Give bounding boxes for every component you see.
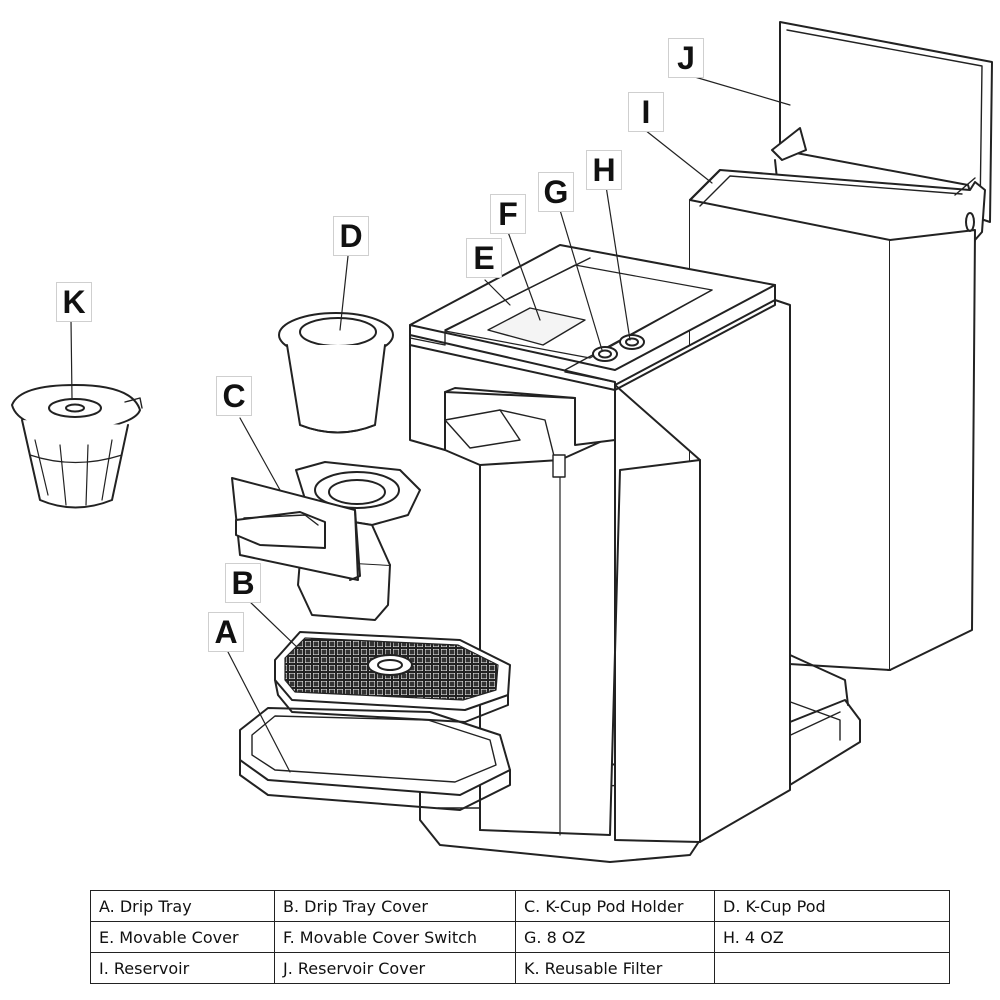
callout-i: I [628,92,664,132]
legend-row: A. Drip Tray B. Drip Tray Cover C. K-Cup… [90,890,950,922]
callout-f: F [490,194,526,234]
parts-legend-table: A. Drip Tray B. Drip Tray Cover C. K-Cup… [90,890,950,984]
legend-row: I. Reservoir J. Reservoir Cover K. Reusa… [90,952,950,984]
legend-cell: G. 8 OZ [515,921,715,953]
callout-c: C [216,376,252,416]
leader-lines [70,74,791,773]
reusable-filter-illustration [11,384,143,509]
callout-d: D [333,216,369,256]
drip-tray-illustration [239,707,511,811]
reservoir-cover-illustration [771,21,993,223]
legend-cell: I. Reservoir [90,952,275,984]
legend-cell: C. K-Cup Pod Holder [515,890,715,922]
legend-row: E. Movable Cover F. Movable Cover Switch… [90,921,950,953]
brewer-body-illustration [409,244,791,843]
callout-b: B [225,563,261,603]
k-cup-pod-holder-illustration [231,461,421,621]
k-cup-pod-illustration [278,312,394,434]
legend-cell: K. Reusable Filter [515,952,715,984]
legend-cell: B. Drip Tray Cover [274,890,516,922]
callout-a: A [208,612,244,652]
callout-h: H [586,150,622,190]
legend-cell: A. Drip Tray [90,890,275,922]
callout-j: J [668,38,704,78]
legend-cell: E. Movable Cover [90,921,275,953]
callout-e: E [466,238,502,278]
coffee-maker-diagram: A B C D E F G H I J K [11,21,993,863]
callout-g: G [538,172,574,212]
drip-tray-cover-illustration [274,631,511,723]
legend-cell: F. Movable Cover Switch [274,921,516,953]
legend-cell [714,952,950,984]
callout-k: K [56,282,92,322]
legend-cell: J. Reservoir Cover [274,952,516,984]
legend-cell: H. 4 OZ [714,921,950,953]
legend-cell: D. K-Cup Pod [714,890,950,922]
